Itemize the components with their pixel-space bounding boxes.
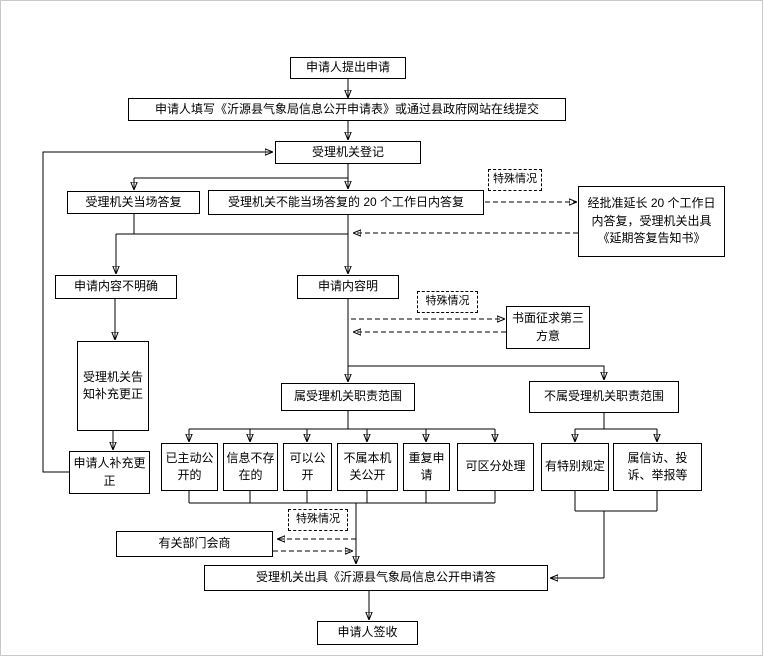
node-already-public: 已主动公开的 <box>161 443 218 491</box>
node-repeat-apply: 重复申请 <box>403 443 450 491</box>
node-separable: 可区分处理 <box>457 443 534 491</box>
node-notify-supplement: 受理机关告知补充更正 <box>77 341 149 431</box>
node-within-duty: 属受理机关职责范围 <box>281 383 415 411</box>
node-special-case-1: 特殊情况 <box>488 169 542 191</box>
node-outside-duty: 不属受理机关职责范围 <box>529 381 679 413</box>
node-consult: 有关部门会商 <box>116 531 273 557</box>
node-register: 受理机关登记 <box>275 141 421 164</box>
node-special-case-2: 特殊情况 <box>417 291 478 313</box>
node-sign-receipt: 申请人签收 <box>317 621 418 645</box>
node-onsite-reply: 受理机关当场答复 <box>67 191 200 214</box>
node-special-case-3: 特殊情况 <box>288 509 348 531</box>
node-petition: 属信访、投诉、举报等 <box>613 443 702 491</box>
node-special-provision: 有特别规定 <box>541 443 609 491</box>
node-deadline-reply: 受理机关不能当场答复的 20 个工作日内答复 <box>208 190 484 215</box>
node-not-this-agency: 不属本机关公开 <box>337 443 398 491</box>
node-not-exist: 信息不存在的 <box>223 443 278 491</box>
node-third-party: 书面征求第三方意 <box>506 306 590 349</box>
node-start: 申请人提出申请 <box>290 57 406 79</box>
node-clear-content: 申请内容明 <box>297 275 399 299</box>
node-can-public: 可以公开 <box>283 443 332 491</box>
node-unclear-content: 申请内容不明确 <box>55 275 177 299</box>
node-issue-reply: 受理机关出具《沂源县气象局信息公开申请答 <box>204 565 548 591</box>
node-extension: 经批准延长 20 个工作日内答复，受理机关出具《延期答复告知书》 <box>578 186 725 257</box>
node-fill-form: 申请人填写《沂源县气象局信息公开申请表》或通过县政府网站在线提交 <box>128 98 566 121</box>
dashed-connectors <box>273 202 578 551</box>
node-applicant-supplement: 申请人补充更正 <box>69 451 150 494</box>
